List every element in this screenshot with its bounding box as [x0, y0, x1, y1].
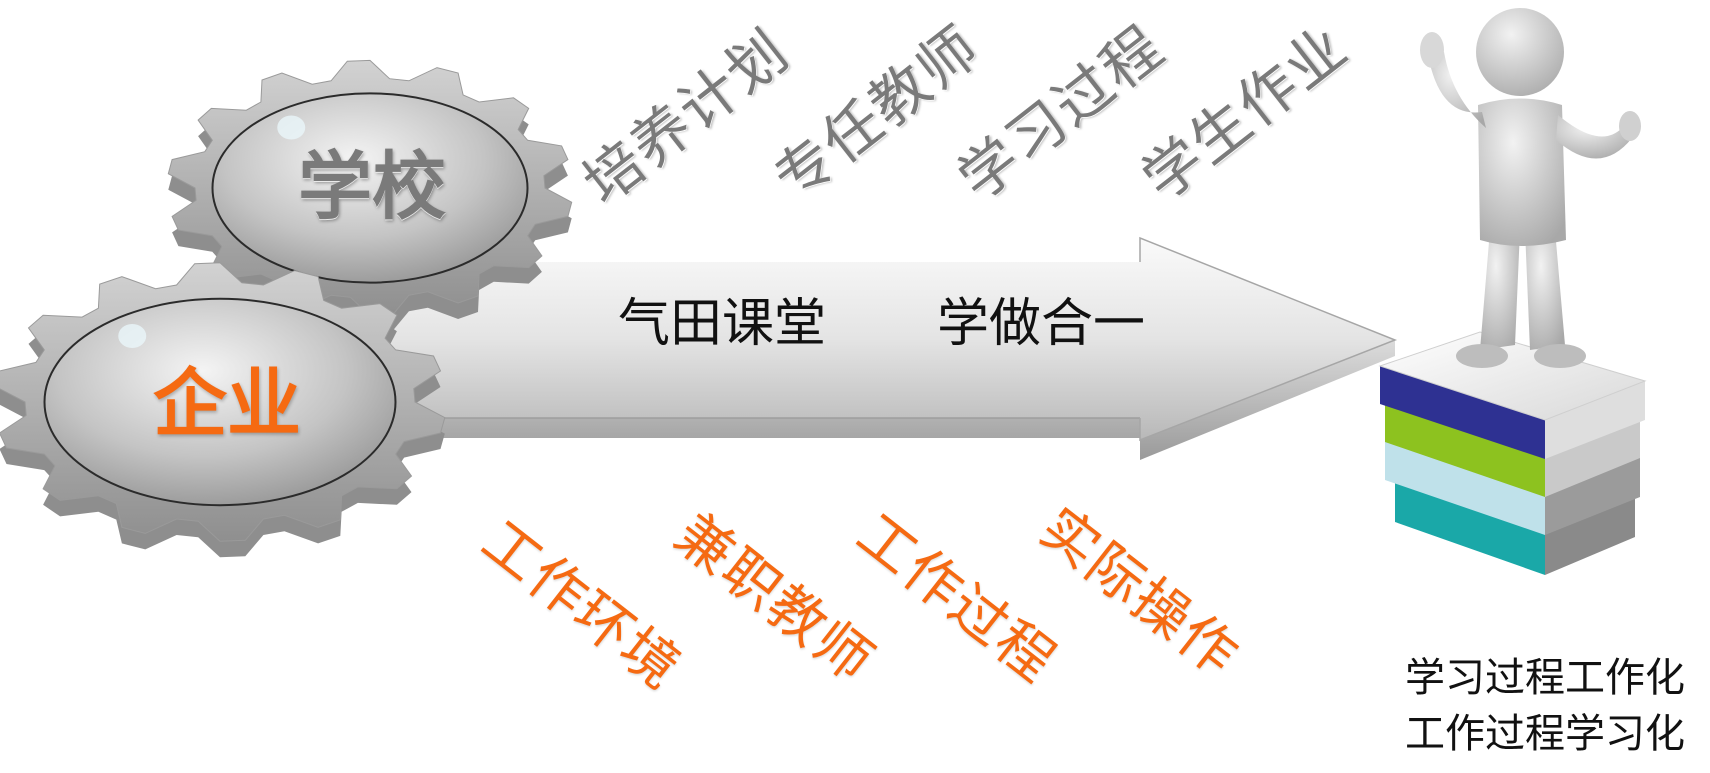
outcome-1: 学习过程工作化: [1405, 655, 1685, 701]
outcome-2: 工作过程学习化: [1405, 711, 1685, 757]
gear-icon: [0, 262, 446, 558]
arrow-text-2: 学做合一: [937, 294, 1146, 354]
arrow-icon: [390, 236, 1398, 460]
gear-label-company: 企业: [153, 361, 301, 447]
book-stack-icon: [1378, 331, 1647, 575]
gear-icon: [167, 59, 573, 332]
gear-label-school: 学校: [298, 144, 446, 230]
person-figure-icon: [1420, 8, 1641, 368]
arrow-text-1: 气田课堂: [618, 294, 827, 354]
